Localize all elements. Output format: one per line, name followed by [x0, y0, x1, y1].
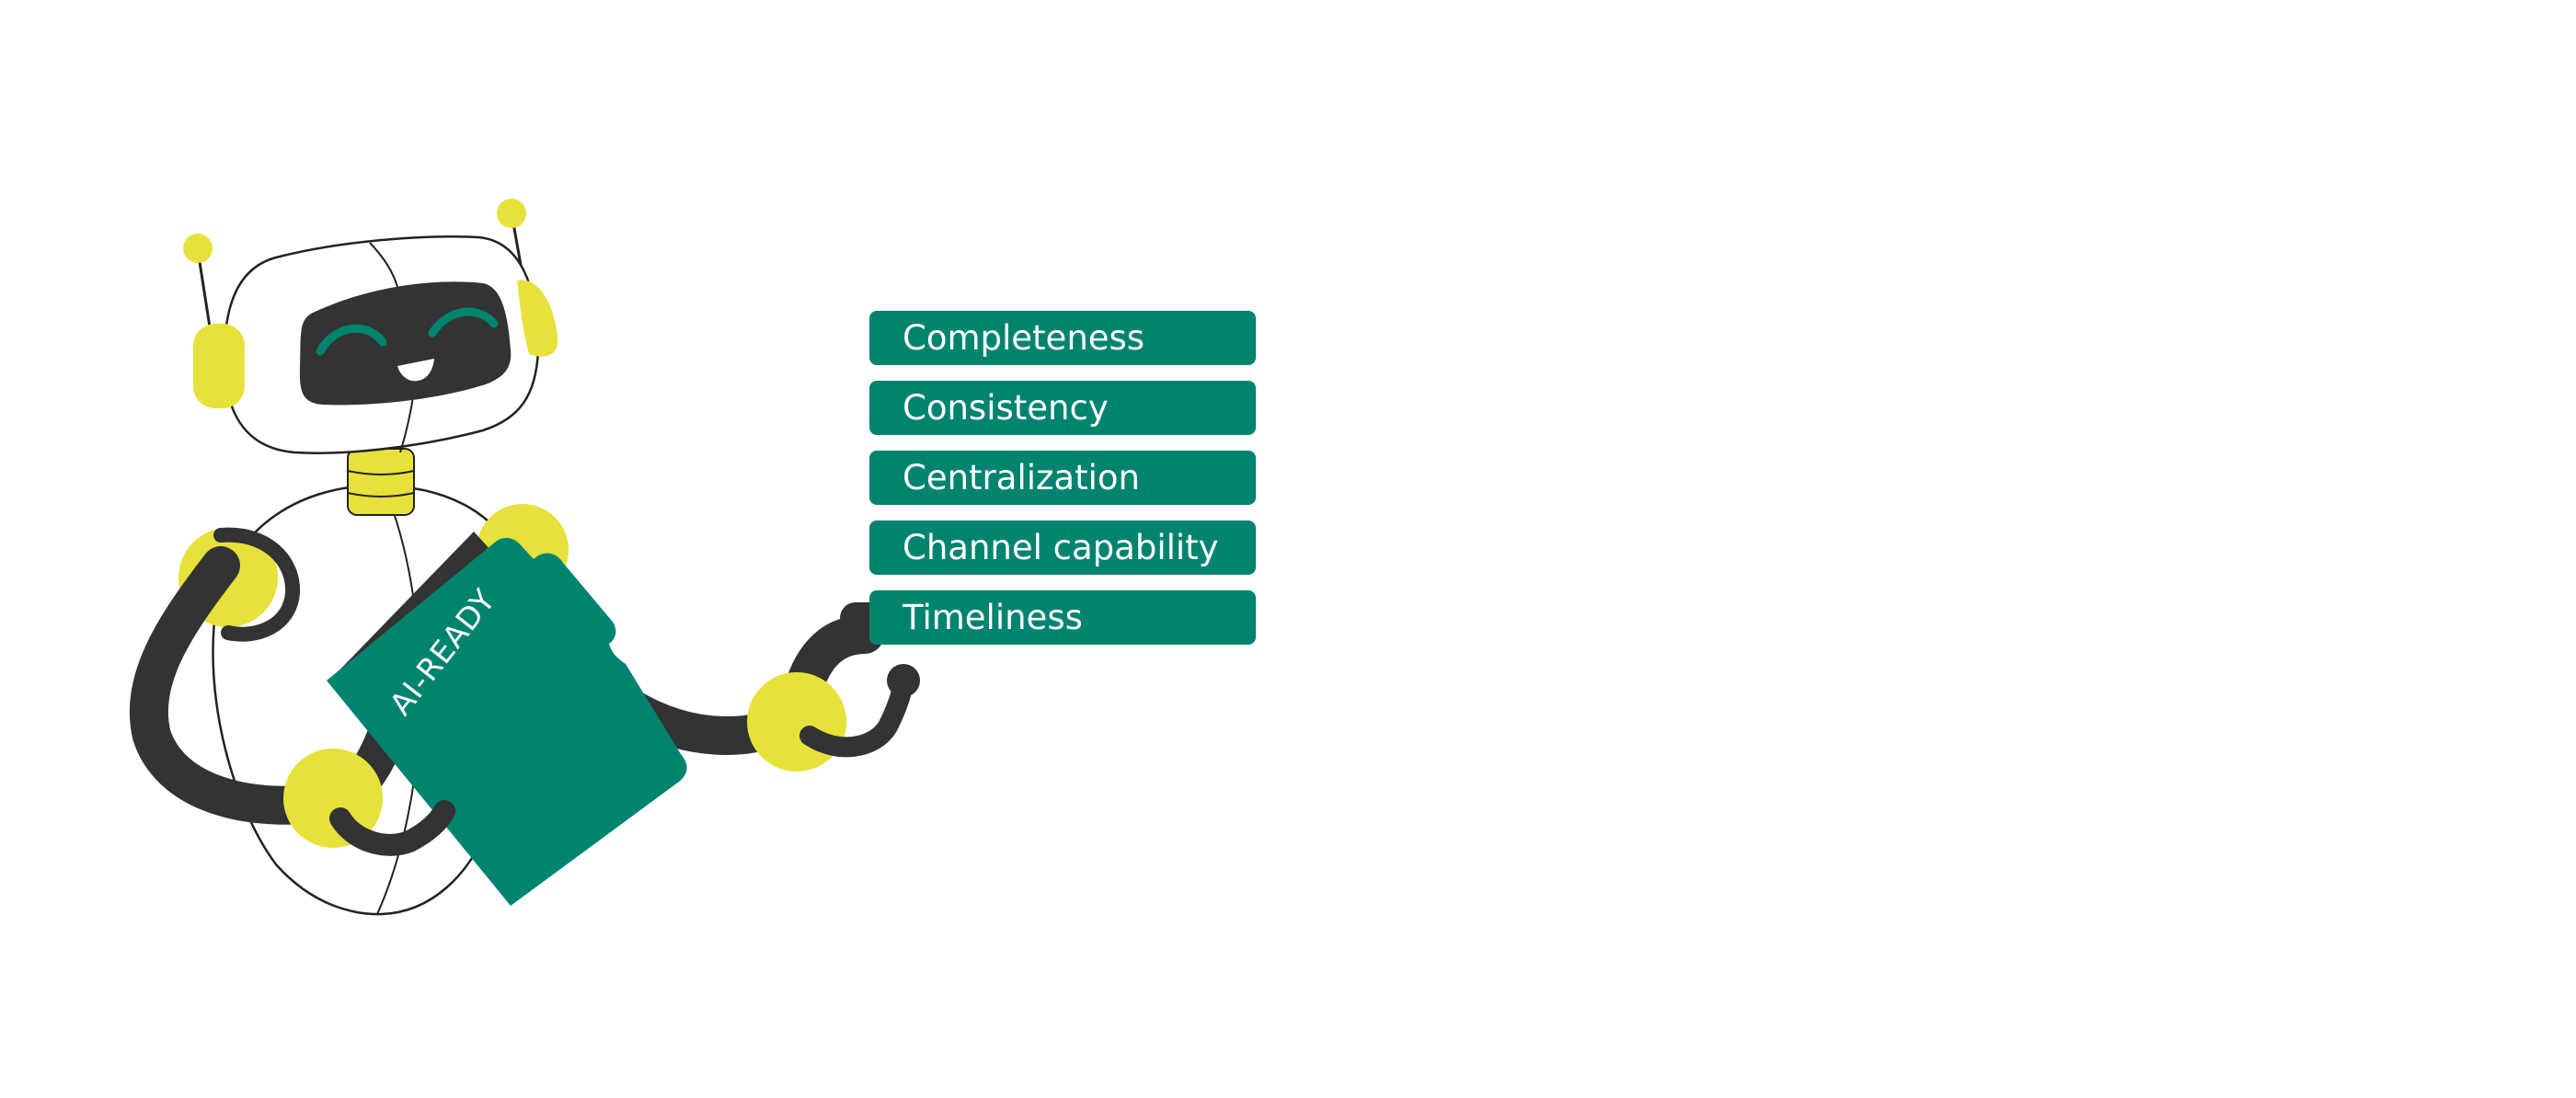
smiling-mouth — [397, 359, 434, 382]
ai-ready-folder: AI-READY — [327, 532, 687, 906]
head-seam-top — [369, 242, 398, 288]
left-shoulder-ring — [213, 527, 301, 642]
data-quality-list: Completeness Consistency Centralization … — [869, 311, 1256, 660]
quality-item: Timeliness — [869, 590, 1256, 645]
right-hand-finger — [887, 664, 920, 697]
right-ear-cup — [517, 280, 558, 357]
quality-item: Centralization — [869, 451, 1256, 505]
right-hand — [747, 672, 846, 772]
left-antenna — [183, 234, 213, 334]
robot-neck — [347, 448, 415, 516]
left-hand-grip — [329, 800, 455, 856]
left-ear-cup — [193, 324, 245, 408]
quality-item: Channel capability — [869, 520, 1256, 575]
quality-item: Consistency — [869, 381, 1256, 435]
quality-item: Completeness — [869, 311, 1256, 365]
folder-front — [327, 537, 687, 906]
happy-eyes — [316, 307, 499, 356]
